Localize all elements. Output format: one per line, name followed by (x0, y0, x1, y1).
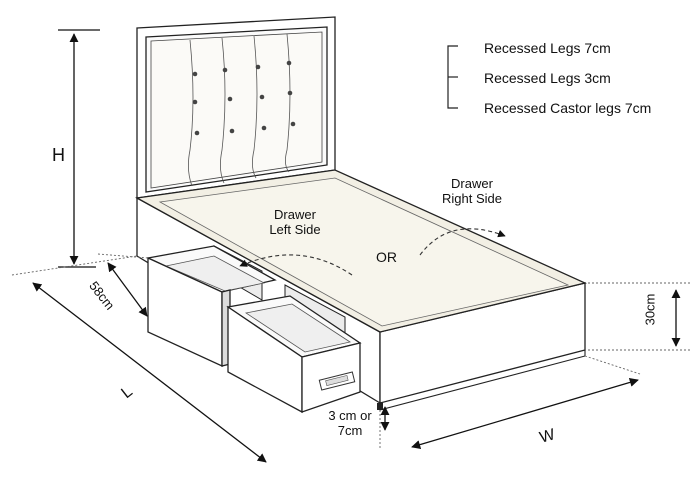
headboard (136, 16, 336, 199)
extension-lines (11, 253, 690, 448)
legend-bracket (447, 45, 458, 109)
legend-item-legs-7cm: Recessed Legs 7cm (484, 40, 611, 56)
leg-height-line1: 3 cm or (328, 408, 372, 423)
legend-item-castor-legs-7cm: Recessed Castor legs 7cm (484, 100, 652, 116)
or-label: OR (376, 249, 397, 265)
legend-item-legs-3cm: Recessed Legs 3cm (484, 70, 611, 86)
base-height-label: 30cm (642, 293, 658, 326)
dimension-lines (32, 29, 681, 463)
drawer-right-label: Drawer Right Side (438, 176, 506, 206)
leg-height-line2: 7cm (337, 423, 363, 438)
height-label: H (52, 145, 65, 165)
drawer-left-label: Drawer Left Side (262, 207, 328, 237)
drawer-left-line1: Drawer (274, 207, 316, 222)
drawer-right-line2: Right Side (442, 191, 502, 206)
drawer-direction-arrows (239, 228, 506, 276)
headboard-buttons (192, 60, 296, 136)
drawer-right-line1: Drawer (451, 176, 493, 191)
drawer-left-line2: Left Side (269, 222, 321, 237)
leg-height-label: 3 cm or 7cm (322, 408, 378, 438)
leg-markers (377, 403, 383, 410)
